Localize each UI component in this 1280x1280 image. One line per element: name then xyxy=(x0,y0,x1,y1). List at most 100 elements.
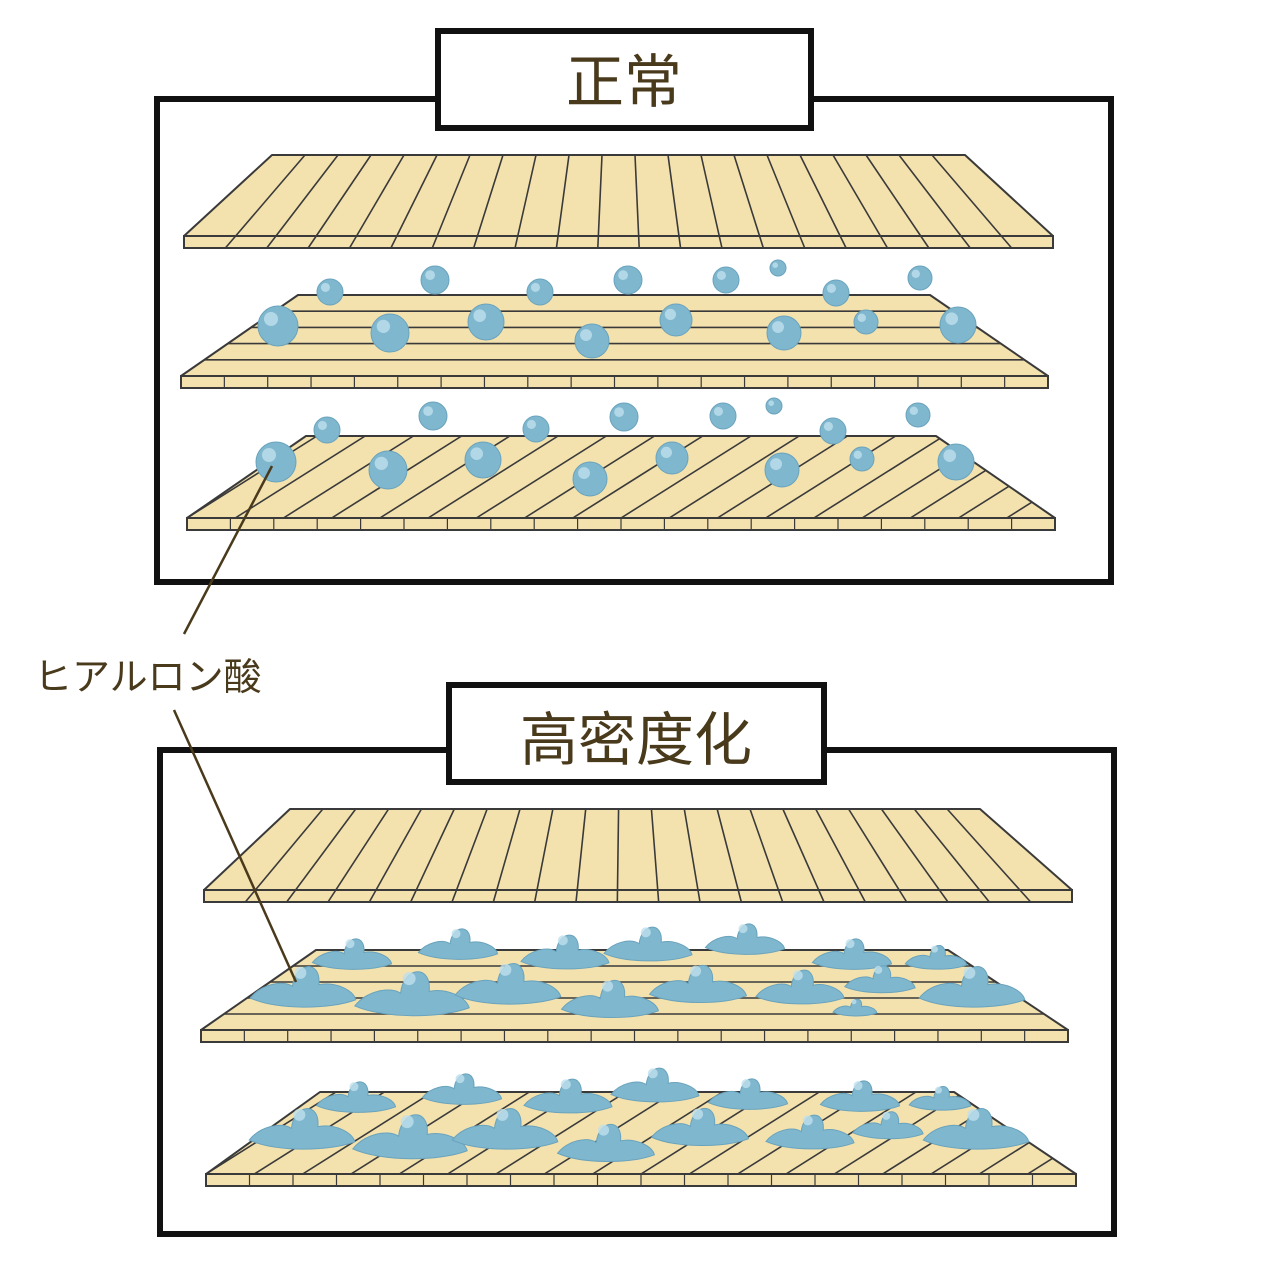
fiber-line xyxy=(514,154,537,249)
puddle-icon xyxy=(523,1078,613,1114)
puddle-highlight xyxy=(499,963,512,976)
puddle-icon xyxy=(904,945,968,970)
fiber-line xyxy=(813,436,945,518)
panel-densified-title-box xyxy=(446,682,827,785)
droplet-highlight xyxy=(909,406,918,415)
droplet-highlight xyxy=(262,448,276,462)
droplet-body xyxy=(765,397,783,415)
panel-normal-title: 正常 xyxy=(566,48,682,116)
droplet-highlight xyxy=(660,446,673,458)
water-droplet-icon xyxy=(765,397,783,415)
fiber-line xyxy=(1006,436,1055,518)
puddle-body xyxy=(603,926,693,962)
fiber-line xyxy=(620,436,752,518)
droplet-highlight xyxy=(473,309,487,323)
fiber-line xyxy=(616,808,620,903)
water-droplet-icon xyxy=(819,417,847,445)
droplet-body xyxy=(370,313,410,353)
fiber-line xyxy=(815,808,867,903)
water-droplet-icon xyxy=(370,313,410,353)
edge-ticks xyxy=(248,1174,1034,1186)
droplet-highlight xyxy=(264,312,278,326)
droplet-highlight xyxy=(768,400,774,407)
water-droplet-icon xyxy=(766,315,802,351)
fiber-line xyxy=(668,436,800,518)
puddle-body xyxy=(755,969,845,1005)
droplet-highlight xyxy=(772,262,778,269)
puddle-icon xyxy=(707,1078,789,1110)
puddle-highlight xyxy=(882,1111,891,1120)
droplet-highlight xyxy=(320,282,331,293)
puddle-icon xyxy=(852,1111,924,1140)
droplet-highlight xyxy=(614,407,624,417)
puddle-body xyxy=(707,1078,789,1110)
droplet-body xyxy=(255,441,297,483)
fiber-line xyxy=(555,154,570,249)
puddle-highlight xyxy=(560,1079,571,1090)
fiber-line xyxy=(42,436,172,518)
puddle-body xyxy=(704,923,786,955)
fiber-line xyxy=(898,154,971,249)
fiber-line xyxy=(683,808,701,903)
puddle-icon xyxy=(704,923,786,955)
fiber-sheet-bottom xyxy=(205,1067,1254,1187)
callout-label: ヒアルロン酸 xyxy=(34,655,262,699)
water-droplet-icon xyxy=(316,278,344,306)
puddle-icon xyxy=(560,979,659,1019)
droplet-body xyxy=(937,443,975,481)
puddle-icon xyxy=(556,1123,655,1163)
fiber-line xyxy=(597,154,603,249)
puddle-icon xyxy=(765,1114,855,1150)
fiber-line xyxy=(244,808,324,903)
puddle-body xyxy=(844,965,916,994)
water-droplet-icon xyxy=(574,323,610,359)
puddle-body xyxy=(523,1078,613,1114)
droplet-highlight xyxy=(423,406,433,416)
fiber-line xyxy=(716,808,743,903)
fiber-sheet-top xyxy=(183,154,1054,249)
fiber-line xyxy=(1124,1092,1254,1174)
puddle-highlight xyxy=(738,924,748,934)
water-droplet-icon xyxy=(609,402,639,432)
puddle-highlight xyxy=(451,929,461,939)
puddle-highlight xyxy=(496,1108,509,1121)
droplet-body xyxy=(609,402,639,432)
water-droplet-icon xyxy=(613,265,643,295)
puddle-highlight xyxy=(934,1086,942,1094)
fiber-line xyxy=(427,436,559,518)
panel-normal: 正常 xyxy=(42,28,1114,585)
puddle-highlight xyxy=(647,1068,658,1079)
fiber-line xyxy=(327,808,390,903)
callout-line-down xyxy=(172,709,298,983)
puddle-body xyxy=(311,938,393,970)
puddle-highlight xyxy=(741,1079,751,1089)
fiber-line xyxy=(766,154,806,249)
water-droplet-icon xyxy=(849,446,875,472)
puddle-icon xyxy=(451,1108,559,1150)
puddle-icon xyxy=(248,1108,356,1150)
water-droplet-icon xyxy=(907,265,933,291)
panel-densified-title: 高密度化 xyxy=(520,706,752,774)
puddle-body xyxy=(819,1080,901,1112)
puddle-icon xyxy=(454,963,562,1005)
puddle-highlight xyxy=(874,965,883,974)
water-droplet-icon xyxy=(255,441,297,483)
droplet-highlight xyxy=(580,329,592,341)
fiber-line xyxy=(634,154,640,249)
puddle-highlight xyxy=(930,945,938,953)
puddle-body xyxy=(811,938,893,970)
fiber-line xyxy=(390,154,438,249)
puddle-icon xyxy=(311,938,393,970)
puddle-highlight xyxy=(851,999,857,1005)
puddle-icon xyxy=(417,928,499,960)
water-droplet-icon xyxy=(764,452,800,488)
fiber-sheet-top xyxy=(203,808,1073,903)
puddle-icon xyxy=(315,1081,397,1113)
droplet-body xyxy=(939,306,977,344)
puddle-highlight xyxy=(402,972,416,986)
puddle-highlight xyxy=(853,1081,863,1091)
droplet-highlight xyxy=(618,270,628,280)
fiber-line xyxy=(533,808,554,903)
puddle-icon xyxy=(922,1108,1030,1150)
puddle-icon xyxy=(603,926,693,962)
